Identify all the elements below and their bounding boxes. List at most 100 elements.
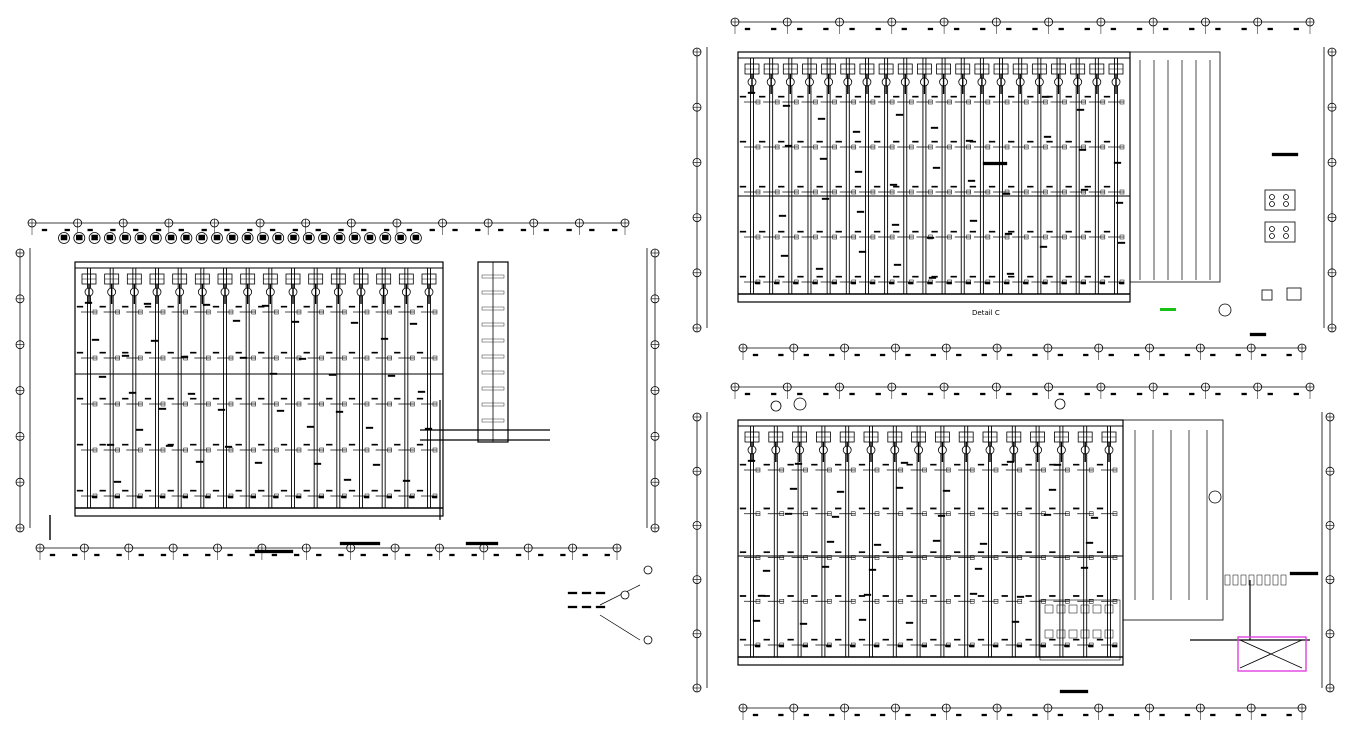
pipe-tag [1027,185,1034,188]
pipe-tag [835,551,842,554]
dimension-tag [201,228,207,232]
equipment-bubble [793,397,807,411]
dimension-tag [604,553,610,557]
pipe-tag [1008,230,1015,233]
valve-symbol [969,511,975,516]
highlighted-green-mark [1160,308,1176,311]
valve-symbol [364,309,370,315]
dimension-tag [829,713,835,717]
annotation-tag [1078,148,1087,151]
valve-symbol [779,467,785,473]
valve-symbol [138,401,143,407]
pipe-tag [144,443,152,446]
valve-symbol [874,555,880,560]
valve-symbol [228,309,234,315]
detail-tag [595,591,606,595]
valve-symbol [1017,467,1023,473]
valve-symbol [898,467,904,473]
pipe-tag [906,595,913,597]
valve-symbol [870,99,876,105]
dimension-tag [155,228,162,232]
pipe-tag [409,495,415,499]
equipment-bubble [1054,398,1066,410]
pipe-tag [1040,644,1046,648]
dimension-tag [1293,27,1300,31]
pipe-tag [182,495,188,499]
pipe-tag [988,185,996,188]
dimension-tag [406,228,413,232]
detail-pipe [599,584,641,606]
annotation-tag [819,157,828,160]
pipe-tag [227,495,234,499]
pipe-tag [326,305,333,308]
pipe-tag [787,595,794,597]
pipe-tag [280,351,288,354]
valve-symbol [755,467,761,473]
pump-symbol [1283,233,1289,239]
pipe-tag [854,95,862,98]
dimension-tag [1261,713,1267,717]
equipment-symbol [397,234,404,241]
valve-symbol [922,599,927,604]
dimension-tag [981,713,987,717]
annotation-tag [343,478,352,481]
equipment-symbol [183,234,190,241]
annotation-tag [1080,566,1089,569]
pipe-tag [1016,644,1022,648]
pipe-tag [273,495,279,499]
valve-symbol [755,599,761,604]
valve-symbol [985,99,991,105]
annotation-tag [789,487,798,490]
equipment-symbol [76,234,83,241]
pipe-tag [873,230,881,233]
valve-symbol [342,401,347,407]
pipe-tag [348,305,356,308]
equipment-symbol [336,234,343,241]
dimension-tag [1084,392,1090,396]
pipe-tag [167,489,174,492]
dimension-tag [744,392,751,396]
pipe-tag [394,305,401,308]
valve-symbol [410,355,415,361]
dimension-tag [224,228,230,232]
valve-symbol [251,309,256,315]
pipe-tag [787,507,794,510]
pipe-tag [992,644,999,648]
dimension-tag [1108,713,1114,717]
annotation-tag [313,462,322,465]
dimension-tag [770,392,777,396]
annotation-tag [306,425,315,428]
dimension-tag [493,553,499,557]
dimension-tag [1136,392,1143,396]
dimension-tag [778,353,784,357]
pipe-tag [778,140,785,143]
detail-bubble [1208,490,1222,504]
pipe-tag [1096,463,1104,466]
pipe-tag [167,397,174,400]
detail-group [567,565,653,645]
pipe-tag [394,397,401,400]
pipe-tag [882,463,889,466]
annotation-tag [757,594,766,597]
valve-symbol [947,99,952,105]
pipe-tag [1001,551,1008,554]
pipe-tag [950,95,957,98]
pipe-tag [1065,95,1072,98]
pipe-tag [797,140,804,143]
pipe-tag [816,95,823,98]
shaft-fitting [481,338,505,343]
annotation-tag [224,445,233,448]
dimension-tag [566,228,572,232]
pipe-tag [1096,551,1104,554]
pipe-tag [371,351,378,354]
pipe-tag [212,443,220,446]
annotation-tag [121,354,130,357]
valve-symbol [138,447,143,453]
dimension-tag [875,27,881,31]
valve-symbol [928,189,933,195]
pipe-tag [1073,638,1080,641]
pipe-tag [873,185,881,188]
valve-symbol [850,511,856,516]
pipe-tag [816,185,823,188]
valve-symbol [755,234,761,240]
